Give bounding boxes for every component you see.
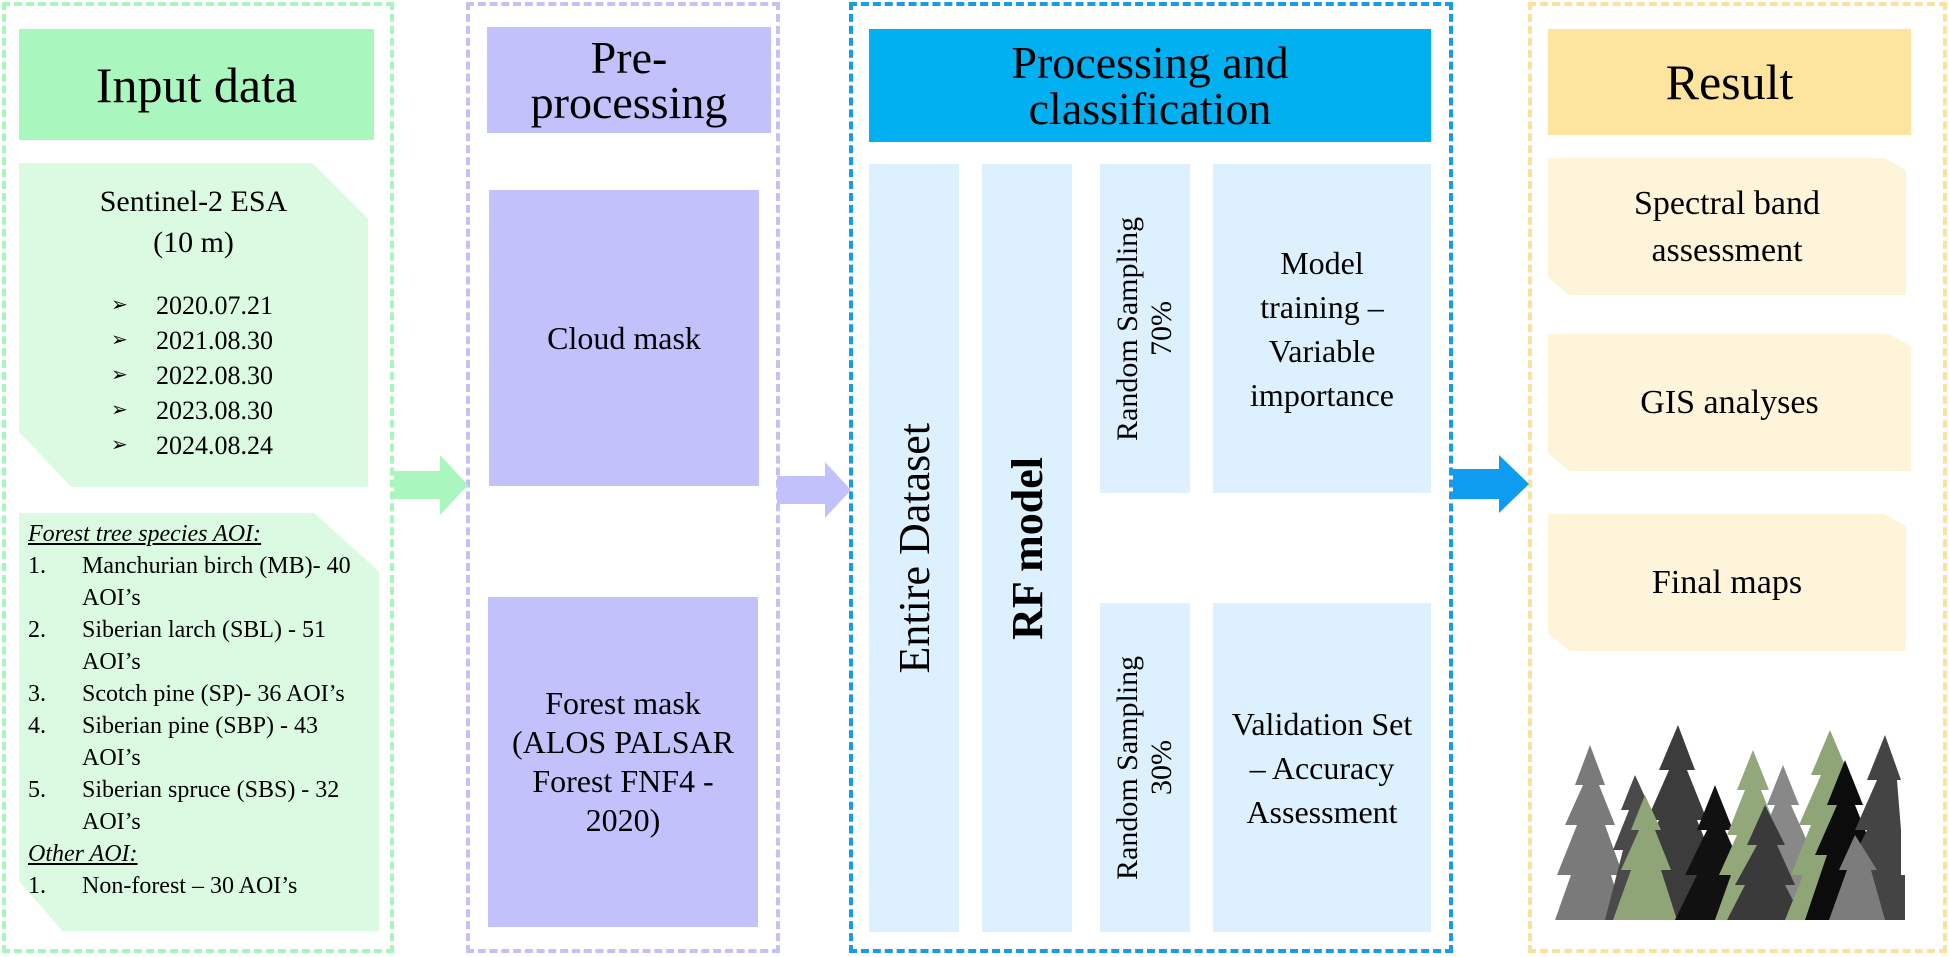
model-training-box: Model training – Variable importance [1213, 164, 1431, 493]
entire-dataset-box: Entire Dataset [869, 164, 959, 932]
gis-analyses-box: GIS analyses [1548, 334, 1911, 471]
aoi-item-number: 4. [28, 713, 46, 739]
aoi-item: 3. Scotch pine (SP)- 36 AOI’s [28, 678, 379, 710]
cloud-mask-label: Cloud mask [547, 319, 701, 356]
forest-mask-label: 2020) [585, 802, 661, 838]
date-item: ➢ 2020.07.21 [111, 288, 273, 323]
input-data-title-text: Input data [95, 56, 298, 113]
final-maps-label: Final maps [1651, 564, 1803, 601]
processing-title: Processing and classification [869, 29, 1431, 142]
aoi-item-text: Siberian pine (SBP) - 43 AOI’s [82, 713, 318, 771]
aoi-item-number: 1. [28, 553, 46, 579]
aoi-item-number: 5. [28, 777, 46, 803]
date-text: 2020.07.21 [156, 291, 273, 320]
forest-mask-label: Forest mask [545, 685, 701, 721]
date-item: ➢ 2022.08.30 [111, 358, 273, 393]
result-column [1528, 2, 1947, 953]
rf-model-label: RF model [1002, 456, 1052, 640]
spectral-band-box: Spectral band assessment [1548, 158, 1906, 295]
random-sampling-30-box: Random Sampling 30% [1100, 603, 1190, 932]
aoi-item-text: Siberian spruce (SBS) - 32 AOI’s [82, 777, 340, 835]
preprocessing-title-line: Pre- [590, 31, 668, 83]
aoi-item-number: 3. [28, 681, 46, 707]
gis-analyses-label: GIS analyses [1640, 384, 1819, 421]
arrowhead-bullet-icon: ➢ [111, 399, 128, 421]
arrowhead-bullet-icon: ➢ [111, 294, 128, 316]
forest-trees-icon [1555, 725, 1905, 930]
validation-box: Validation Set – Accuracy Assessment [1213, 603, 1431, 932]
arrow-right-icon [1453, 455, 1529, 513]
random-sampling-70-box: Random Sampling 70% [1100, 164, 1190, 493]
preprocessing-title: Pre- processing [487, 27, 771, 133]
preprocessing-title-line: processing [530, 77, 728, 128]
aoi-item-text: Scotch pine (SP)- 36 AOI’s [82, 681, 345, 707]
model-training-label: Model training – Variable importance [1250, 244, 1394, 413]
forest-mask-label: Forest FNF4 - [532, 763, 714, 799]
aoi-item: 4. Siberian pine (SBP) - 43 AOI’s [28, 710, 379, 774]
tree-icon [1555, 725, 1905, 920]
spectral-band-label: Spectral band assessment [1634, 184, 1820, 269]
aoi-item: 1. Non-forest – 30 AOI’s [28, 870, 379, 902]
date-text: 2022.08.30 [156, 361, 273, 390]
cloud-mask-box: Cloud mask [489, 190, 759, 486]
aoi-item: 1. Manchurian birch (MB)- 40 AOI’s [28, 550, 379, 614]
arrowhead-bullet-icon: ➢ [111, 329, 128, 351]
aoi-box: Forest tree species AOI: 1. Manchurian bi… [19, 513, 379, 931]
aoi-item-text: Non-forest – 30 AOI’s [82, 873, 298, 899]
date-item: ➢ 2021.08.30 [111, 323, 273, 358]
forest-aoi-header: Forest tree species AOI: [28, 521, 262, 547]
aoi-item-number: 2. [28, 617, 46, 643]
aoi-item-text: Siberian larch (SBL) - 51 AOI’s [82, 617, 326, 675]
validation-label: Validation Set – Accuracy Assessment [1231, 705, 1413, 830]
sentinel-heading: Sentinel-2 ESA [99, 185, 288, 218]
arrowhead-bullet-icon: ➢ [111, 364, 128, 386]
arrow-right-icon [394, 455, 468, 515]
other-aoi-header: Other AOI: [28, 841, 138, 867]
aoi-item: 5. Siberian spruce (SBS) - 32 AOI’s [28, 774, 379, 838]
processing-column [849, 2, 1453, 953]
arrow-right-icon [777, 462, 851, 518]
arrowhead-bullet-icon: ➢ [111, 434, 128, 456]
date-text: 2024.08.24 [156, 431, 273, 460]
sentinel-resolution: (10 m) [153, 226, 234, 259]
date-text: 2023.08.30 [156, 396, 273, 425]
forest-mask-label: (ALOS PALSAR [512, 724, 734, 760]
random-sampling-30-label: Random Sampling 30% [1111, 655, 1178, 880]
processing-title-line: classification [1028, 82, 1272, 134]
aoi-item-number: 1. [28, 873, 46, 899]
entire-dataset-label: Entire Dataset [889, 422, 939, 674]
random-sampling-70-label: Random Sampling 70% [1111, 216, 1178, 441]
aoi-item: 2. Siberian larch (SBL) - 51 AOI’s [28, 614, 379, 678]
sentinel-box: Sentinel-2 ESA (10 m) ➢ 2020.07.21 ➢ 2021.… [19, 163, 368, 487]
date-item: ➢ 2023.08.30 [111, 393, 273, 428]
input-data-column [2, 2, 394, 953]
date-list: ➢ 2020.07.21 ➢ 2021.08.30 ➢ 2022.08.30 ➢ 202… [111, 288, 273, 463]
processing-title-line: Processing and [1011, 37, 1289, 89]
result-title: Result [1548, 29, 1911, 135]
forest-mask-box: Forest mask (ALOS PALSAR Forest FNF4 - 2… [488, 597, 758, 927]
date-text: 2021.08.30 [156, 326, 273, 355]
result-title-text: Result [1665, 54, 1794, 110]
rf-model-box: RF model [982, 164, 1072, 932]
final-maps-box: Final maps [1548, 514, 1906, 651]
date-item: ➢ 2024.08.24 [111, 428, 273, 463]
input-data-title: Input data [19, 29, 374, 140]
aoi-item-text: Manchurian birch (MB)- 40 AOI’s [82, 553, 351, 611]
